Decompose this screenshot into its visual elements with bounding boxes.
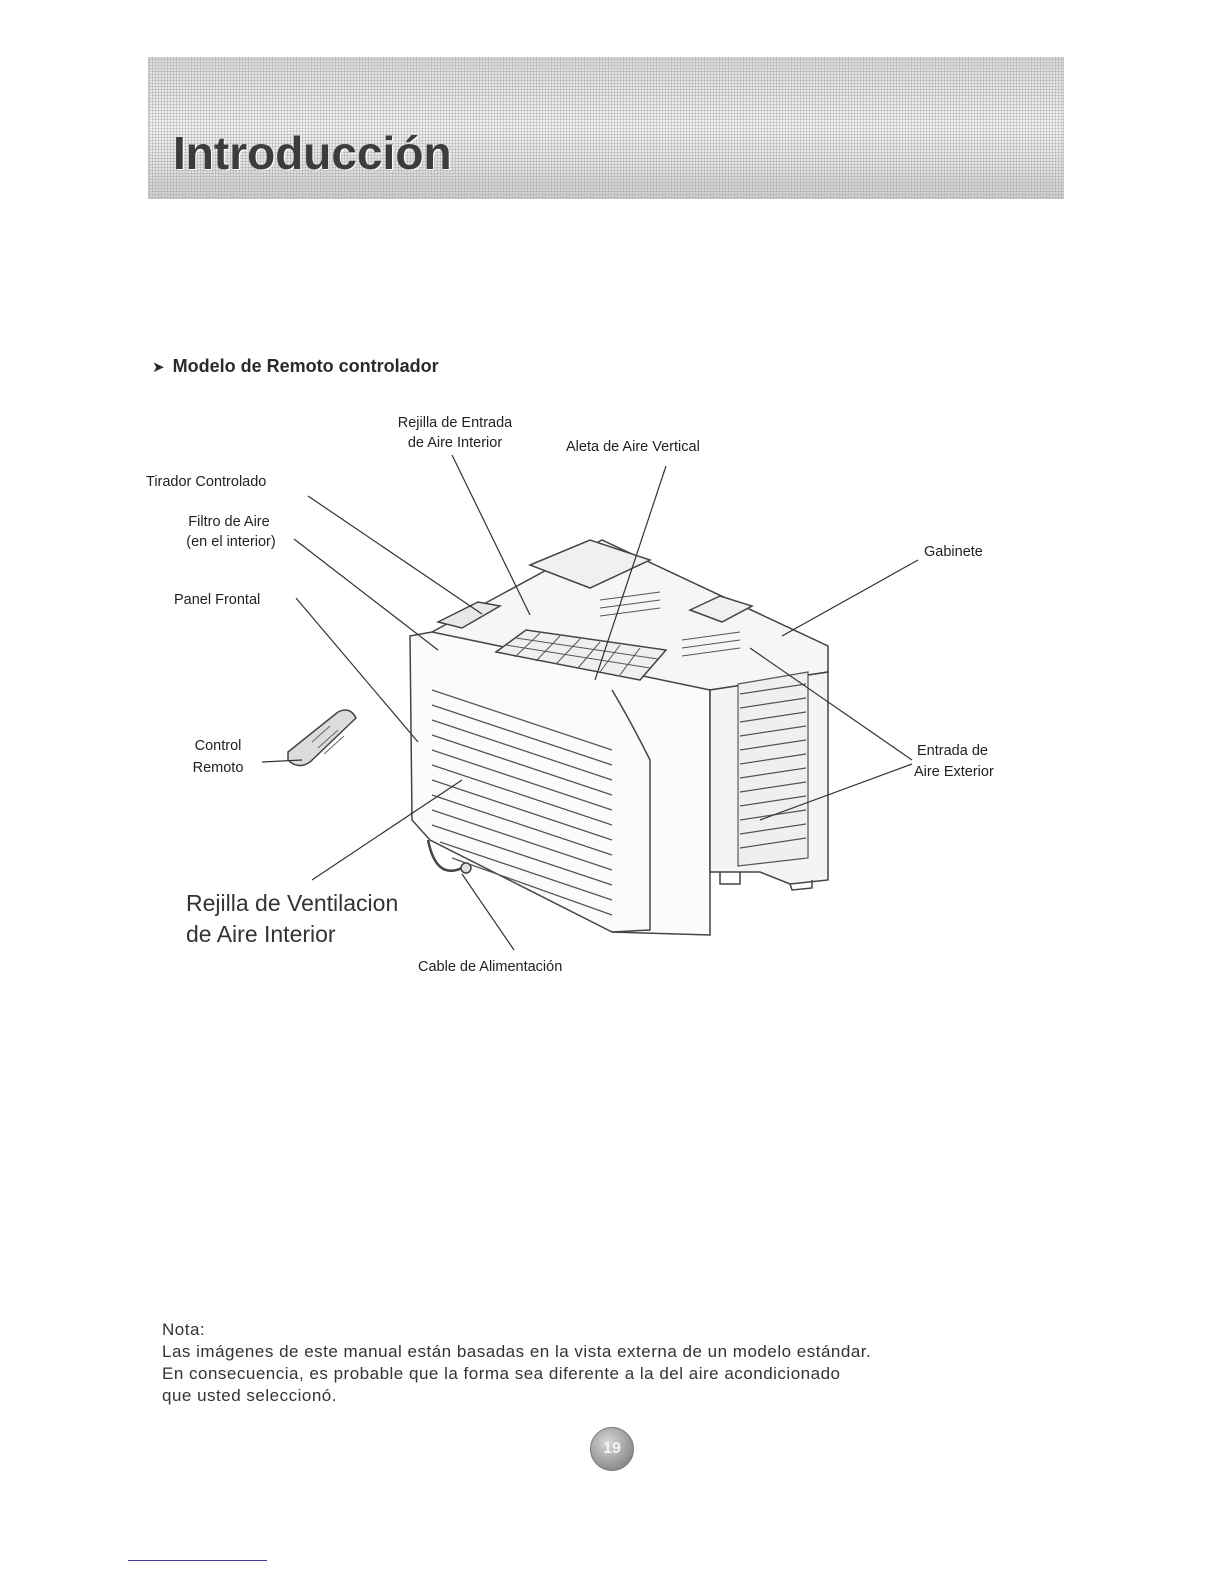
page-title: Introducción bbox=[173, 127, 452, 179]
note-title: Nota: bbox=[162, 1320, 206, 1339]
section-heading-text: Modelo de Remoto controlador bbox=[172, 356, 439, 376]
front-grille-louvers bbox=[431, 689, 613, 916]
remote-control-illustration bbox=[287, 709, 357, 767]
footer-rule bbox=[128, 1560, 267, 1561]
note-block: Nota: Las imágenes de este manual están … bbox=[162, 1319, 1062, 1407]
label-power-cable: Cable de Alimentación bbox=[418, 959, 562, 975]
label-vent-grille-2: de Aire Interior bbox=[186, 921, 336, 947]
side-vent-slots bbox=[737, 671, 809, 867]
note-line-3: que usted seleccionó. bbox=[162, 1386, 337, 1405]
label-outdoor-inlet: Entrada de bbox=[917, 743, 988, 759]
section-heading: ➤ Modelo de Remoto controlador bbox=[152, 356, 439, 377]
top-grille-grid bbox=[505, 632, 659, 676]
label-remote-control-2: Remoto bbox=[193, 760, 244, 776]
label-vent-grille: Rejilla de Ventilacion bbox=[186, 890, 398, 916]
label-outdoor-inlet-2: Aire Exterior bbox=[914, 764, 994, 780]
title-banner: Introducción bbox=[148, 57, 1064, 199]
note-line-2: En consecuencia, es probable que la form… bbox=[162, 1364, 841, 1383]
page-number-badge: 19 bbox=[590, 1427, 634, 1471]
label-air-filter-2: (en el interior) bbox=[186, 534, 275, 550]
leader-lines bbox=[261, 454, 919, 951]
arrow-bullet-icon: ➤ bbox=[152, 359, 165, 376]
label-inlet-grille: Rejilla de Entrada bbox=[398, 415, 513, 431]
label-front-panel: Panel Frontal bbox=[174, 592, 260, 608]
label-cabinet: Gabinete bbox=[924, 544, 983, 560]
page-number: 19 bbox=[603, 1440, 621, 1457]
air-conditioner-illustration bbox=[409, 539, 829, 936]
label-remote-control: Control bbox=[195, 738, 242, 754]
label-inlet-grille-2: de Aire Interior bbox=[408, 435, 502, 451]
label-controlled-handle: Tirador Controlado bbox=[146, 474, 266, 490]
note-line-1: Las imágenes de este manual están basada… bbox=[162, 1342, 872, 1361]
label-air-filter: Filtro de Aire bbox=[188, 514, 269, 530]
label-vertical-louver: Aleta de Aire Vertical bbox=[566, 439, 700, 455]
